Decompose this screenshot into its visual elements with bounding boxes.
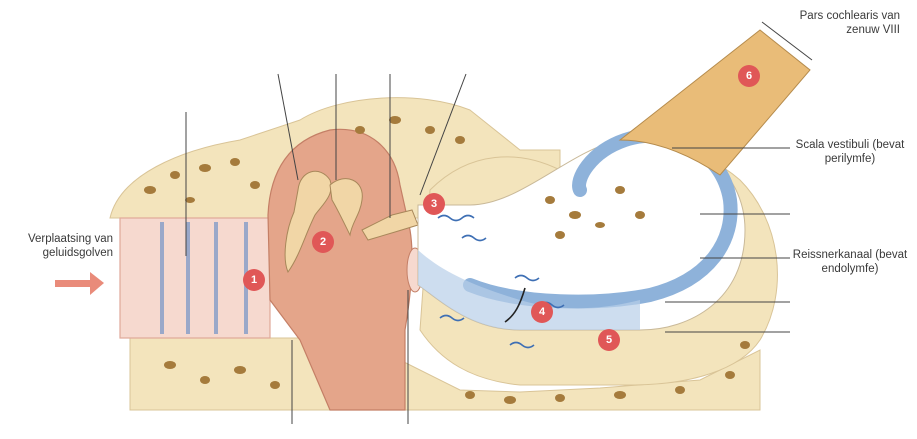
sound-wave-label: Verplaatsing van geluidsgolven	[10, 232, 113, 260]
sound-direction-arrow	[55, 272, 104, 295]
step-marker-6: 6	[738, 65, 760, 87]
scala-vestibuli-label: Scala vestibuli (bevat perilymfe)	[792, 138, 908, 166]
step-marker-3: 3	[423, 193, 445, 215]
step-marker-2: 2	[312, 231, 334, 253]
step-marker-4: 4	[531, 301, 553, 323]
step-marker-1: 1	[243, 269, 265, 291]
reissner-canal-label: Reissnerkanaal (bevat endolymfe)	[788, 248, 912, 276]
cochlear-nerve-label: Pars cochlearis van zenuw VIII	[780, 9, 900, 37]
step-marker-5: 5	[598, 329, 620, 351]
